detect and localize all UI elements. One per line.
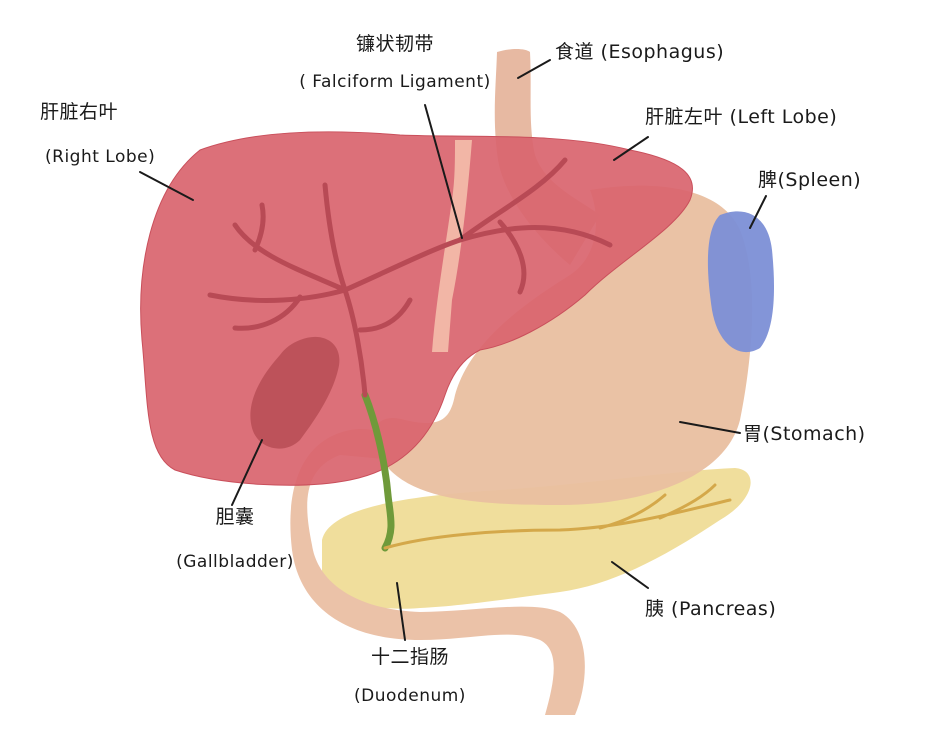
bile-duct xyxy=(361,391,395,552)
esophagus-label: 食道 (Esophagus) xyxy=(555,41,725,63)
right-lobe-label-zh: 肝脏右叶 xyxy=(40,101,119,123)
gallbladder-label-zh: 胆囊 xyxy=(215,506,255,528)
right-lobe-label-en: (Right Lobe) xyxy=(45,147,156,167)
left-lobe-label: 肝脏左叶 (Left Lobe) xyxy=(645,106,838,128)
pancreas xyxy=(322,468,751,609)
falciform-ligament xyxy=(432,140,472,352)
falciform-label-zh: 镰状韧带 xyxy=(355,33,434,55)
leader-lines xyxy=(139,59,767,641)
spleen xyxy=(707,211,775,353)
falciform-label-en: ( Falciform Ligament) xyxy=(299,72,491,92)
gallbladder-label-en: (Gallbladder) xyxy=(176,552,294,572)
pancreatic-duct xyxy=(383,483,732,550)
liver-vessels xyxy=(207,157,613,398)
stomach-label: 胃(Stomach) xyxy=(743,423,866,445)
spleen-label: 脾(Spleen) xyxy=(758,169,862,191)
duodenum-label-en: (Duodenum) xyxy=(354,686,466,706)
duodenum-label-zh: 十二指肠 xyxy=(370,646,449,668)
stomach xyxy=(372,185,753,505)
gallbladder xyxy=(250,336,340,449)
pancreas-label: 胰 (Pancreas) xyxy=(645,598,777,620)
